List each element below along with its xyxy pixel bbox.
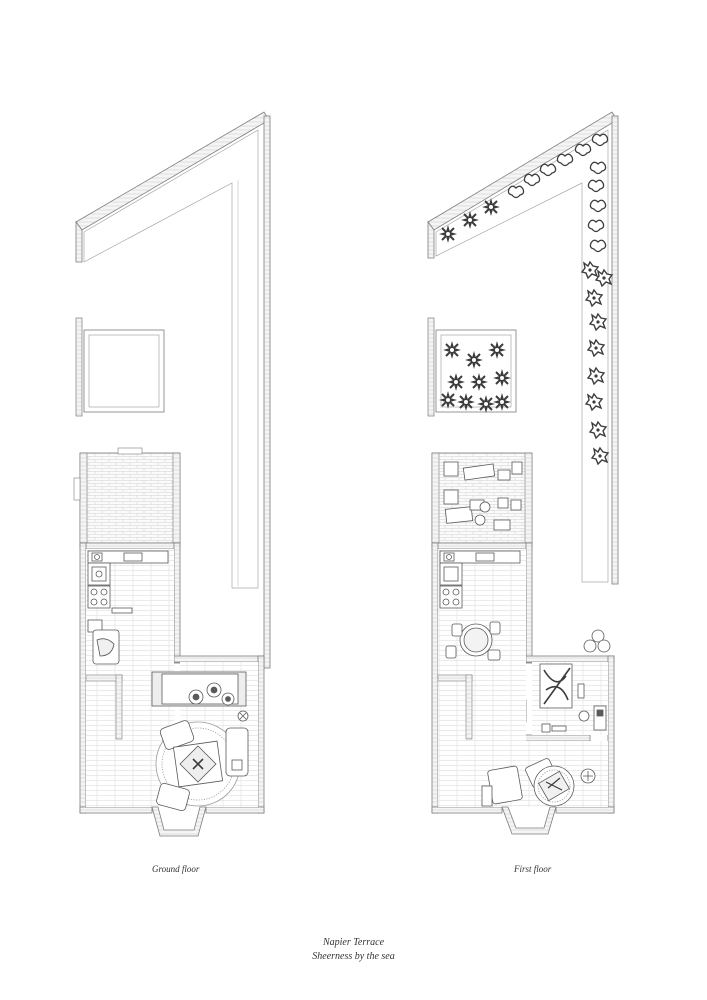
ground-floor-label: Ground floor [152, 864, 200, 874]
first-floor-plan [427, 111, 619, 835]
title-line-location: Sheerness by the sea [312, 951, 395, 962]
round-dining-table [445, 621, 501, 661]
ground-floor-plan [73, 111, 271, 837]
armchair [87, 619, 120, 665]
roof-garden-wall [427, 111, 619, 585]
garden-boundary-wall [75, 111, 271, 669]
bedroom-bed [539, 663, 607, 733]
terrace-stools [583, 629, 611, 653]
title-line-address: Napier Terrace [322, 937, 385, 948]
outbuilding [75, 317, 165, 417]
first-floor-kitchen [439, 550, 521, 609]
first-floor-label: First floor [514, 864, 552, 874]
first-floor-terrace [431, 452, 533, 544]
kitchen-units [87, 550, 169, 614]
living-area [155, 720, 249, 812]
garden-path-outline [83, 129, 259, 589]
rear-yard [73, 447, 181, 544]
bay-window [151, 806, 207, 837]
dining-table [151, 671, 249, 722]
title-block: Napier Terrace Sheerness by the sea [0, 936, 707, 964]
first-floor-bay-window [501, 806, 557, 835]
planted-courtyard [427, 317, 517, 417]
roof-garden-path [435, 129, 609, 583]
roof-garden-planting [438, 133, 613, 465]
first-floor-lounge [481, 758, 596, 807]
